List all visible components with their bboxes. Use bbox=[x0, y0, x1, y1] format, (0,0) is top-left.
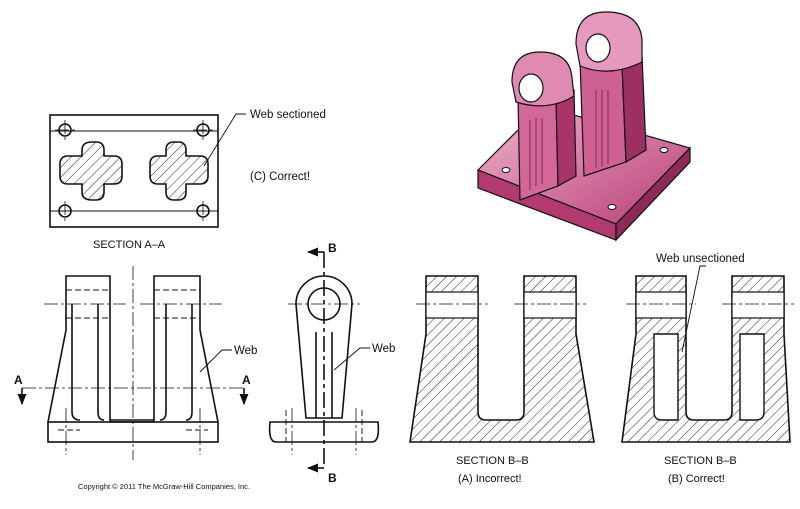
section-bb-correct: Web unsectioned SECTION B–B (B) Correct! bbox=[621, 253, 794, 485]
section-bb-incorrect: SECTION B–B (A) Incorrect! bbox=[409, 275, 595, 485]
web-section-right bbox=[149, 141, 209, 201]
unsectioned-web-right bbox=[739, 333, 765, 421]
side-upright bbox=[295, 275, 353, 419]
isometric-render bbox=[476, 11, 692, 242]
web-label-left: Web bbox=[234, 345, 257, 357]
cut-a-right-label: A bbox=[242, 373, 251, 387]
section-aa-outline bbox=[49, 114, 219, 228]
web-leader-left bbox=[199, 349, 232, 373]
web-sectioned-leader bbox=[203, 113, 246, 167]
section-aa-caption: SECTION A–A bbox=[93, 239, 166, 251]
web-sectioned-label: Web sectioned bbox=[250, 109, 326, 121]
side-base bbox=[268, 421, 380, 443]
correct-b-caption: (B) Correct! bbox=[668, 473, 725, 485]
bolt-holes bbox=[55, 120, 213, 221]
incorrect-a-caption: (A) Incorrect! bbox=[458, 473, 522, 485]
front-view: A A Web bbox=[14, 266, 257, 460]
web-unsectioned-label: Web unsectioned bbox=[656, 253, 745, 265]
render-upright-right bbox=[579, 59, 627, 177]
section-bb-b-caption: SECTION B–B bbox=[664, 455, 737, 467]
side-view: B B Web bbox=[268, 241, 395, 485]
section-aa-view: Web sectioned (C) Correct! SECTION A–A bbox=[49, 109, 326, 251]
unsectioned-web-left bbox=[653, 333, 679, 421]
web-section-left bbox=[59, 141, 123, 201]
web-label-mid: Web bbox=[372, 343, 395, 355]
section-bb-a-caption: SECTION B–B bbox=[456, 455, 529, 467]
correct-c-caption: (C) Correct! bbox=[250, 171, 310, 183]
cut-b-bottom-label: B bbox=[328, 471, 337, 485]
cut-b-top-label: B bbox=[328, 241, 337, 255]
cut-a-left-label: A bbox=[14, 373, 23, 387]
render-base-side bbox=[615, 146, 691, 242]
web-leader-mid bbox=[333, 347, 370, 371]
render-upright-left bbox=[517, 95, 559, 201]
web-unsectioned-leader bbox=[681, 265, 706, 353]
copyright-notice: Copyright © 2011 The McGraw-Hill Compani… bbox=[78, 482, 250, 491]
